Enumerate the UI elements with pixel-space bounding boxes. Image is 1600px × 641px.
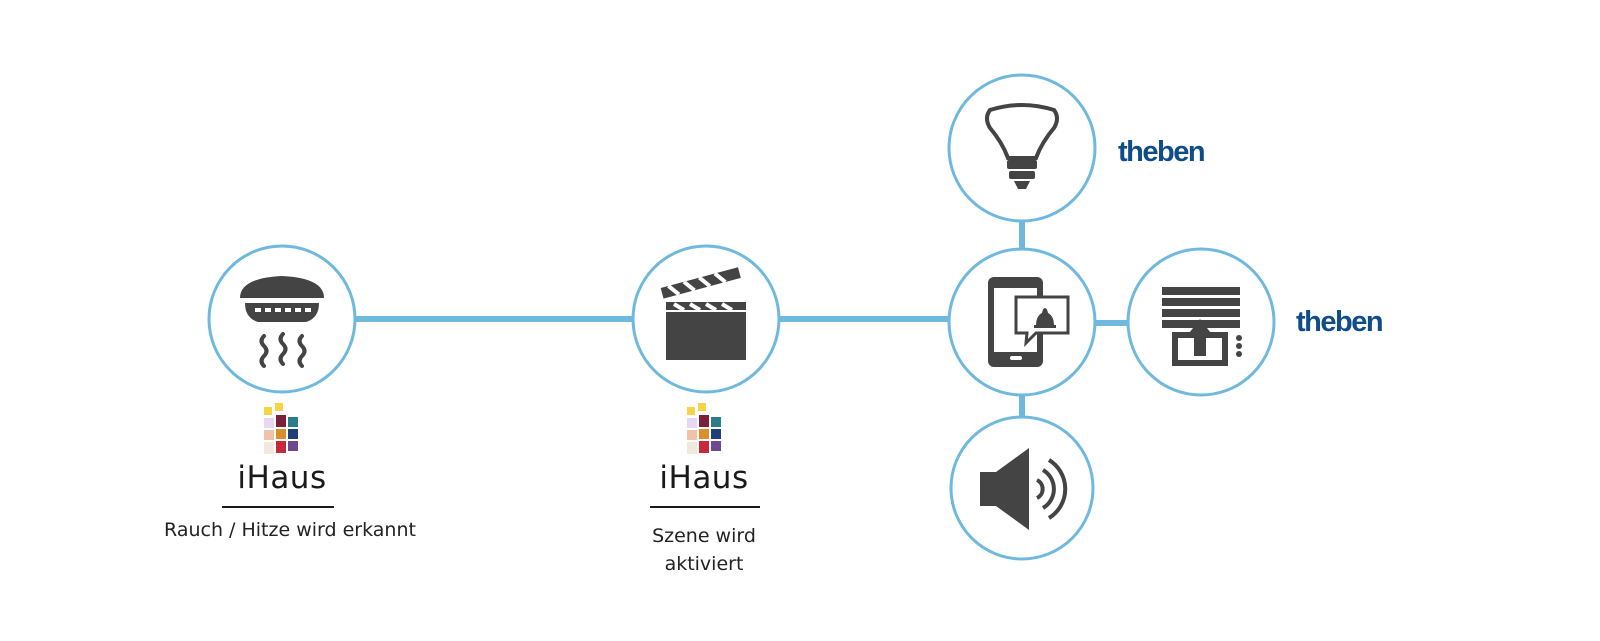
phone-notification-icon bbox=[988, 277, 1070, 367]
node-blinds bbox=[1126, 247, 1276, 397]
smoke-detector-icon bbox=[240, 276, 324, 368]
node-light bbox=[947, 73, 1097, 223]
ihaus-wordmark-middle: iHaus bbox=[659, 460, 749, 496]
node-smoke-detector bbox=[207, 244, 357, 394]
caption-scene-line1: Szene wird bbox=[652, 525, 756, 547]
ihaus-rule-left bbox=[222, 506, 334, 508]
ihaus-logo-left bbox=[264, 403, 298, 454]
ihaus-wordmark-left: iHaus bbox=[237, 460, 327, 496]
theben-logo-top: theben bbox=[1118, 136, 1206, 168]
caption-scene-line2: aktiviert bbox=[664, 553, 744, 575]
theben-logo-right: theben bbox=[1296, 306, 1384, 338]
ihaus-logo-middle bbox=[687, 403, 721, 454]
speaker-sound-icon bbox=[980, 448, 1068, 530]
clapperboard-icon bbox=[660, 267, 746, 360]
caption-smoke-detected: Rauch / Hitze wird erkannt bbox=[164, 519, 416, 541]
node-phone bbox=[947, 247, 1097, 397]
light-bulb-icon bbox=[985, 103, 1059, 189]
node-speaker bbox=[949, 415, 1095, 561]
ihaus-rule-middle bbox=[650, 506, 760, 508]
node-scene bbox=[631, 244, 781, 394]
blinds-up-icon bbox=[1162, 287, 1242, 366]
connector-lines bbox=[356, 219, 1130, 418]
caption-scene-activated: Szene wird aktiviert bbox=[604, 522, 804, 578]
